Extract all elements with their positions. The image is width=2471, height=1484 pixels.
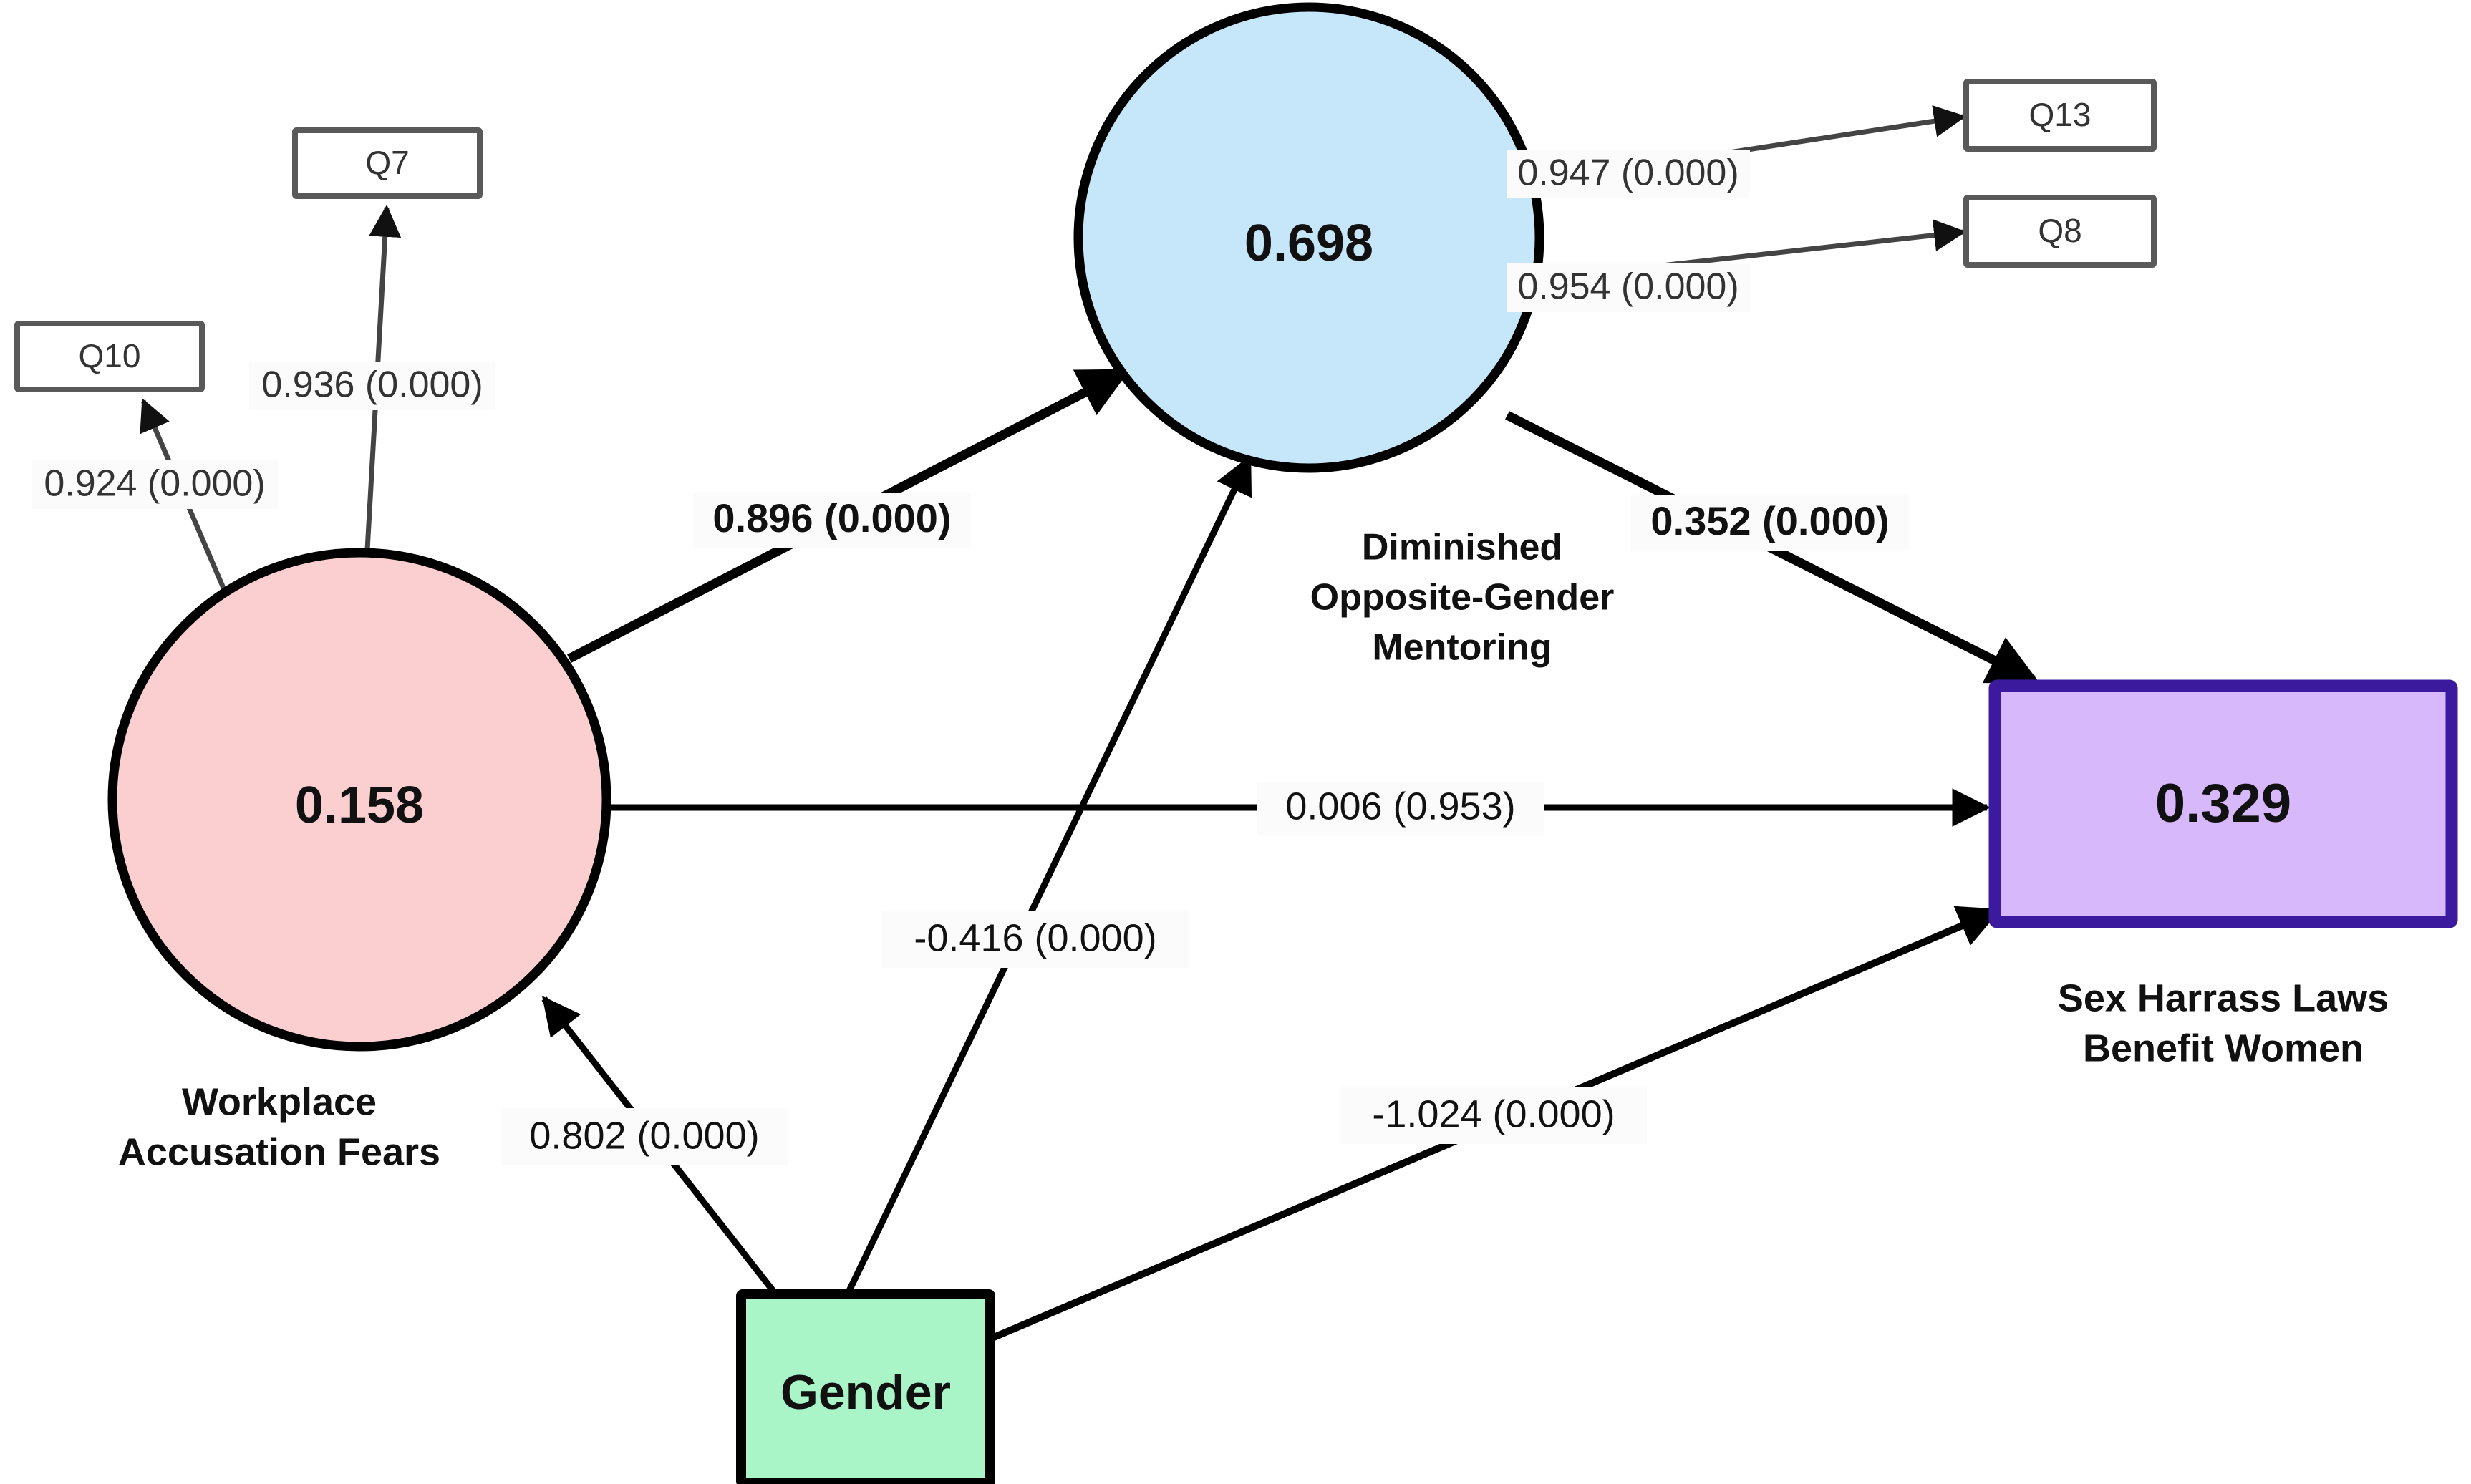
coef-halo-dogm-to-shlbw — [1631, 495, 1909, 551]
diminished-opposite-gender-mentoring-circle[interactable] — [1073, 2, 1544, 473]
coef-halo-gender-to-waf — [501, 1108, 788, 1165]
indicator-box-q8[interactable]: Q8 — [1963, 195, 2157, 268]
coef-label-gender-to-waf: 0.802 (0.000) — [529, 1114, 759, 1157]
coef-label-dogm-to-shlbw: 0.352 (0.000) — [1650, 498, 1889, 543]
q7-rect[interactable] — [292, 127, 483, 199]
path-line-gender-to-dogm — [845, 455, 1253, 1294]
coef-label-gender-to-shlbw: -1.024 (0.000) — [1372, 1092, 1615, 1135]
indicator-box-q10[interactable]: Q10 — [14, 321, 205, 392]
node-gender[interactable]: Gender — [736, 1289, 995, 1484]
coef-label-gender-to-dogm: -0.416 (0.000) — [914, 916, 1156, 959]
dogm-label-line2: Opposite-Gender — [1310, 577, 1615, 619]
node-diminished-opposite-gender-mentoring[interactable]: 0.698 Diminished Opposite-Gender Mentori… — [1073, 2, 1615, 669]
q10-rect[interactable] — [14, 321, 205, 392]
diminished-opposite-gender-mentoring-value: 0.698 — [1244, 215, 1373, 272]
node-sex-harrass-laws-benefit-women[interactable]: 0.329 Sex Harrass Laws Benefit Women — [1988, 679, 2458, 1070]
coef-halo-dogm-to-q8 — [1507, 263, 1750, 312]
coef-halo-waf-to-shlbw — [1257, 782, 1544, 835]
sex-harrass-laws-label-line1: Sex Harrass Laws — [2058, 976, 2389, 1019]
sex-harrass-laws-rect[interactable] — [1988, 679, 2458, 928]
gender-label: Gender — [780, 1365, 951, 1420]
dogm-label-line3: Mentoring — [1372, 627, 1552, 669]
coef-halo-waf-to-dogm — [693, 493, 971, 548]
coef-halo-waf-to-q10 — [32, 460, 278, 509]
coef-halo-gender-to-dogm — [882, 911, 1189, 968]
coef-label-dogm-to-q13: 0.947 (0.000) — [1517, 152, 1739, 194]
q13-rect[interactable] — [1963, 79, 2157, 152]
q8-rect[interactable] — [1963, 195, 2157, 268]
workplace-accusation-fears-label-line1: Workplace — [182, 1080, 377, 1123]
coef-label-waf-to-q7: 0.936 (0.000) — [261, 364, 483, 406]
coef-label-waf-to-shlbw: 0.006 (0.953) — [1285, 785, 1515, 828]
indicator-box-q7[interactable]: Q7 — [292, 127, 483, 199]
workplace-accusation-fears-value: 0.158 — [295, 777, 424, 834]
coef-label-waf-to-dogm: 0.896 (0.000) — [712, 495, 951, 540]
gender-rect[interactable] — [736, 1289, 995, 1484]
workplace-accusation-fears-circle[interactable] — [107, 548, 611, 1052]
coef-label-waf-to-q10: 0.924 (0.000) — [44, 463, 265, 505]
workplace-accusation-fears-label-line2: Accusation Fears — [118, 1130, 440, 1173]
dogm-label-line1: Diminished — [1362, 527, 1562, 568]
node-workplace-accusation-fears[interactable]: 0.158 Workplace Accusation Fears — [107, 548, 611, 1173]
q7-label: Q7 — [365, 144, 409, 181]
q8-label: Q8 — [2038, 212, 2081, 249]
sex-harrass-laws-value: 0.329 — [2155, 773, 2291, 834]
q10-label: Q10 — [79, 337, 141, 374]
path-coefficient-labels: 0.924 (0.000) 0.936 (0.000) 0.947 (0.000… — [32, 150, 1909, 1165]
indicator-box-q13[interactable]: Q13 — [1963, 79, 2157, 152]
q13-label: Q13 — [2029, 96, 2092, 133]
sex-harrass-laws-label-line2: Benefit Women — [2083, 1027, 2364, 1070]
coef-halo-dogm-to-q13 — [1507, 150, 1750, 198]
coef-label-dogm-to-q8: 0.954 (0.000) — [1517, 266, 1739, 308]
coef-halo-gender-to-shlbw — [1340, 1087, 1647, 1144]
coef-halo-waf-to-q7 — [249, 362, 495, 410]
